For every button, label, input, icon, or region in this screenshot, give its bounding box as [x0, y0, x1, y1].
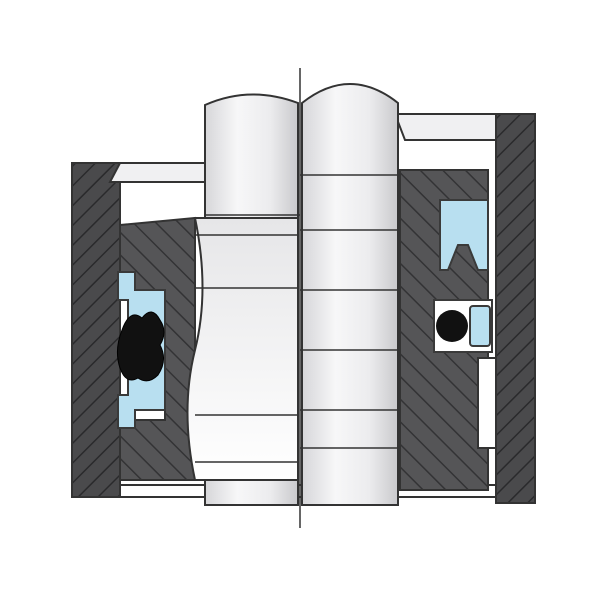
backup-ring	[469, 305, 491, 347]
o-ring-left	[116, 311, 165, 382]
o-ring-right	[436, 310, 468, 342]
u-cup-rod-seal	[439, 199, 489, 271]
outer-housing-right	[495, 113, 536, 504]
outer-housing-left	[71, 162, 121, 498]
right-wall-recess	[477, 357, 497, 449]
left-bore	[186, 217, 299, 481]
